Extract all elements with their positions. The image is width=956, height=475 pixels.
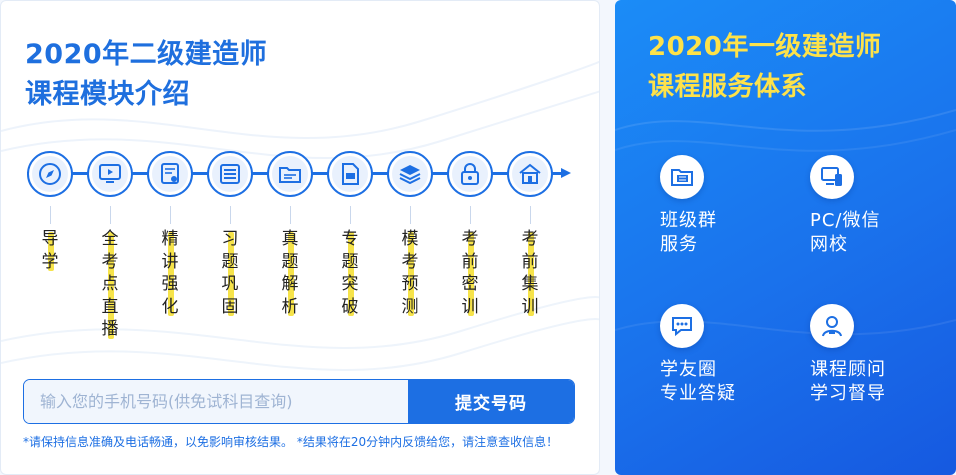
module-node-guide[interactable] bbox=[27, 151, 73, 197]
module-node-past-papers[interactable] bbox=[267, 151, 313, 197]
advisor-icon bbox=[822, 316, 842, 337]
module-timeline bbox=[23, 149, 575, 209]
form-note: *请保持信息准确及电话畅通，以免影响审核结果。 *结果将在20分钟内反馈给您，请… bbox=[23, 435, 559, 449]
list-board-icon bbox=[220, 164, 240, 184]
certificate-icon bbox=[161, 163, 179, 184]
module-label-exercise: 习题巩固 bbox=[215, 206, 245, 318]
service-course-advisor-line1: 课程顾问 bbox=[810, 359, 886, 380]
module-label-secret-training: 考前密训 bbox=[455, 206, 485, 318]
service-study-circle[interactable]: 学友圈 专业答疑 bbox=[660, 304, 800, 406]
right-title: 2020年一级建造师 课程服务体系 bbox=[648, 27, 881, 107]
submit-number-button[interactable]: 提交号码 bbox=[408, 380, 574, 423]
phone-form: 提交号码 bbox=[23, 379, 575, 424]
left-title-line2: 课程模块介绍 bbox=[25, 79, 190, 110]
document-icon bbox=[342, 163, 359, 185]
chat-bubble-icon bbox=[672, 317, 692, 337]
folder-list-icon bbox=[671, 169, 693, 186]
service-class-group-line2: 服务 bbox=[660, 234, 698, 255]
module-label-mock-exam: 模考预测 bbox=[395, 206, 425, 318]
service-course-advisor[interactable]: 课程顾问 学习督导 bbox=[810, 304, 950, 406]
service-course-advisor-line2: 学习督导 bbox=[810, 383, 886, 404]
pc-mobile-icon bbox=[821, 167, 842, 186]
lock-icon bbox=[461, 163, 479, 185]
module-node-mock-exam[interactable] bbox=[387, 151, 433, 197]
module-label-intensive: 精讲强化 bbox=[155, 206, 185, 318]
module-node-live[interactable] bbox=[87, 151, 133, 197]
module-node-secret-training[interactable] bbox=[447, 151, 493, 197]
right-title-line1: 2020年一级建造师 bbox=[648, 32, 882, 62]
service-study-circle-line2: 专业答疑 bbox=[660, 383, 736, 404]
phone-input[interactable] bbox=[24, 380, 408, 423]
right-title-line2: 课程服务体系 bbox=[648, 72, 808, 102]
module-node-exercise[interactable] bbox=[207, 151, 253, 197]
module-label-guide: 导学 bbox=[35, 206, 65, 273]
module-label-past-papers: 真题解析 bbox=[275, 206, 305, 318]
timeline-arrow-icon bbox=[561, 168, 571, 178]
service-study-circle-line1: 学友圈 bbox=[660, 359, 717, 380]
module-node-camp[interactable] bbox=[507, 151, 553, 197]
module-label-camp: 考前集训 bbox=[515, 206, 545, 318]
folder-icon bbox=[279, 167, 301, 183]
service-pc-wechat-line1: PC/微信 bbox=[810, 210, 881, 231]
module-label-topics: 专题突破 bbox=[335, 206, 365, 318]
course-modules-panel: 2020年二级建造师 课程模块介绍 bbox=[0, 0, 600, 475]
compass-icon bbox=[39, 163, 61, 185]
module-node-intensive[interactable] bbox=[147, 151, 193, 197]
service-pc-wechat[interactable]: PC/微信 网校 bbox=[810, 155, 950, 257]
service-class-group[interactable]: 班级群 服务 bbox=[660, 155, 800, 257]
left-title: 2020年二级建造师 课程模块介绍 bbox=[25, 35, 267, 115]
house-icon bbox=[519, 163, 541, 184]
service-class-group-line1: 班级群 bbox=[660, 210, 717, 231]
module-label-live: 全考点直播 bbox=[95, 206, 125, 341]
module-node-topics[interactable] bbox=[327, 151, 373, 197]
course-services-panel: 2020年一级建造师 课程服务体系 班级群 服务 PC/微信 网校 bbox=[615, 0, 956, 475]
left-title-line1: 2020年二级建造师 bbox=[25, 39, 268, 70]
monitor-play-icon bbox=[99, 164, 121, 183]
service-pc-wechat-line2: 网校 bbox=[810, 234, 848, 255]
layers-icon bbox=[399, 165, 421, 185]
